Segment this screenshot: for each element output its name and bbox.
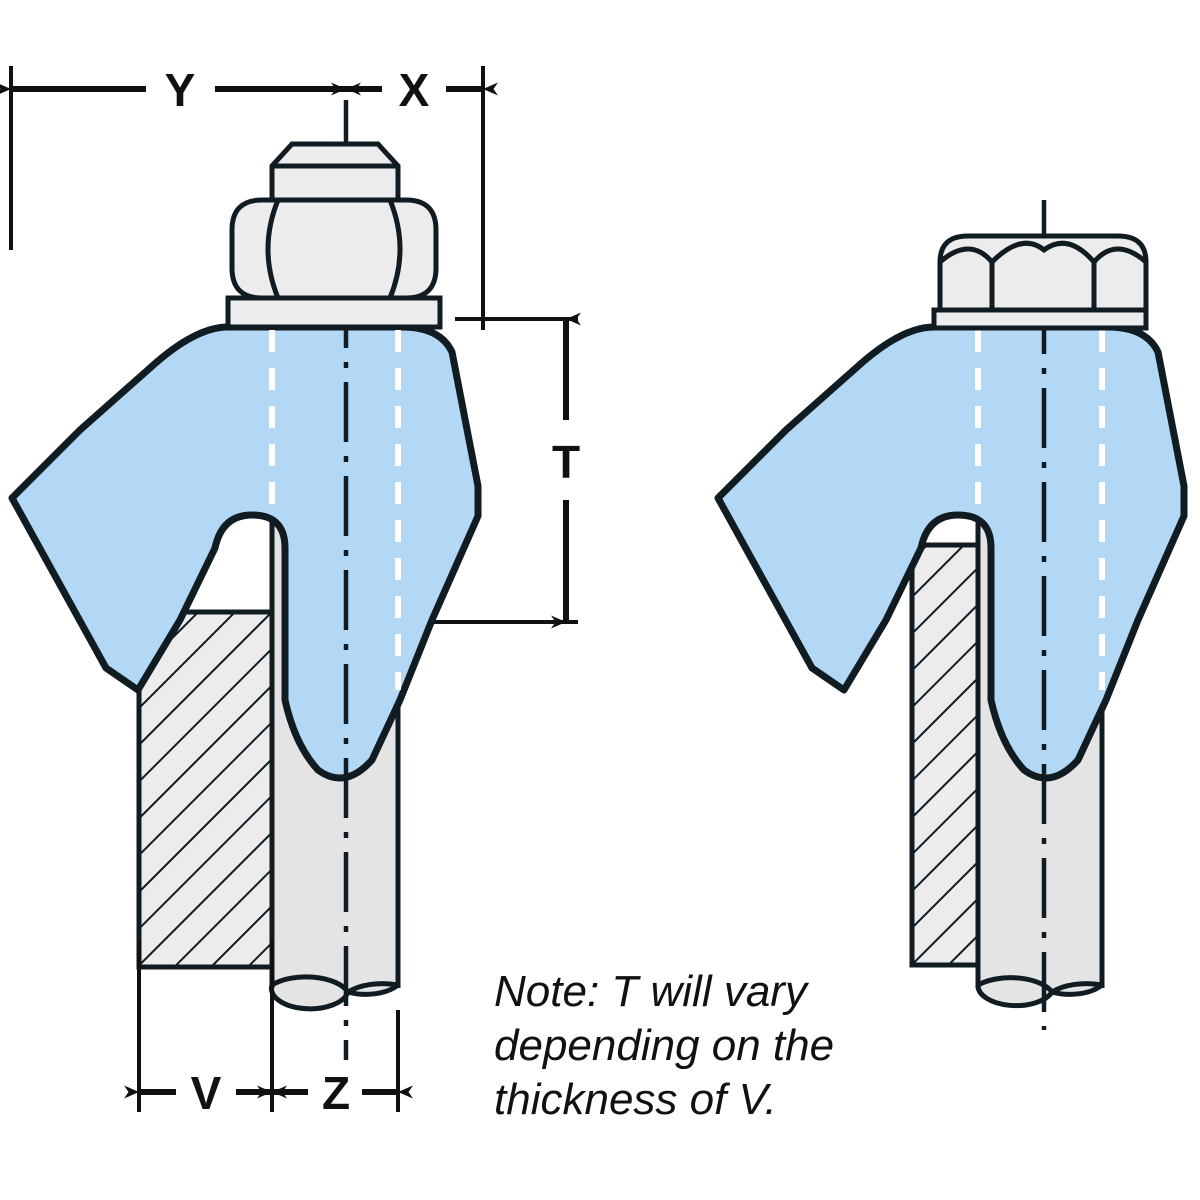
left-view	[8, 66, 578, 1060]
nut-arc-center	[990, 240, 1096, 264]
beam-flange-left	[136, 609, 275, 970]
hex-nut-right	[937, 233, 1149, 313]
clamp-body-outline-right	[714, 323, 1188, 782]
beam-flange-right	[909, 542, 981, 968]
hidden-rod-lines-left	[269, 330, 401, 690]
nut-facet-left	[265, 199, 281, 299]
note-line-2: depending on the	[494, 1021, 834, 1070]
note-line-1: Note: T will vary	[494, 967, 810, 1016]
rod-end-ellipse-back	[270, 974, 399, 996]
dimension-label-x: X	[399, 64, 430, 116]
hex-nut-main-left	[229, 197, 439, 301]
dimension-z: Z	[257, 1067, 413, 1119]
dimension-t: T	[551, 312, 581, 629]
clamp-body-outline-left	[8, 323, 482, 782]
rod-end-ellipse	[268, 983, 400, 1012]
washer-left	[225, 295, 443, 330]
clamp-body-left	[8, 323, 482, 782]
right-view	[714, 200, 1188, 1030]
note-block: Note: T will vary depending on the thick…	[494, 967, 834, 1124]
hex-nut-upper-left	[269, 141, 401, 203]
hidden-rod-lines-right	[975, 330, 1105, 690]
dimension-x: X	[331, 64, 498, 116]
dimension-label-z: Z	[322, 1067, 350, 1119]
nut-facet-right	[387, 199, 403, 299]
note-line-3: thickness of V.	[494, 1075, 777, 1124]
dimension-label-y: Y	[165, 64, 196, 116]
dimension-label-t: T	[552, 436, 580, 488]
clamp-body-right	[714, 323, 1188, 782]
dimension-label-v: V	[191, 1067, 222, 1119]
washer-right	[931, 307, 1149, 331]
dimension-y: Y	[0, 64, 361, 116]
